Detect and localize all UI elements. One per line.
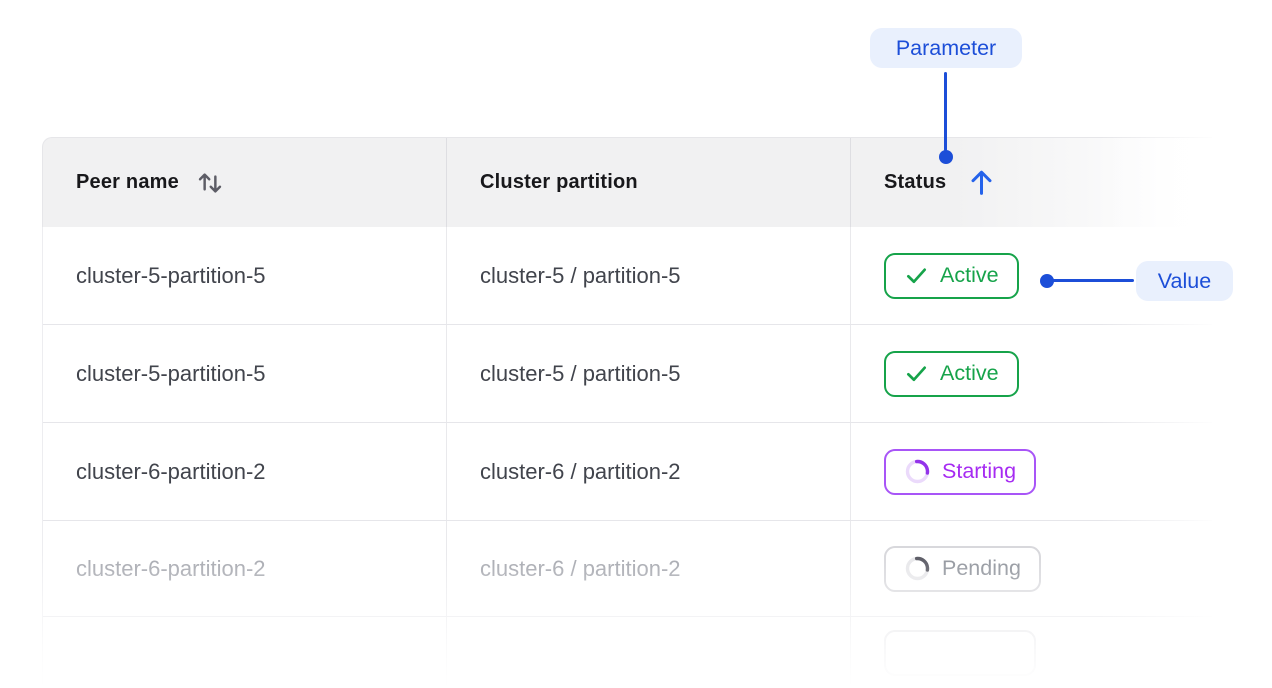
sort-both-icon (195, 168, 225, 198)
status-cell: Pending (850, 521, 1213, 616)
parameter-annotation-label: Parameter (895, 35, 997, 60)
parameter-annotation-dot (939, 150, 953, 164)
column-header-status[interactable]: Status (850, 138, 1213, 227)
column-header-peer-name[interactable]: Peer name (43, 138, 446, 227)
status-badge-label: Active (940, 263, 999, 287)
table-body: cluster-5-partition-5 cluster-5 / partit… (42, 227, 1212, 688)
peer-name-cell: cluster-6-partition-2 (76, 458, 266, 484)
status-badge-active: Active (884, 350, 1019, 397)
value-annotation-label: Value (1157, 268, 1212, 293)
cluster-partition-cell: cluster-5 / partition-5 (446, 227, 850, 324)
table-row: cluster-6-partition-2 cluster-6 / partit… (43, 521, 1212, 617)
value-annotation-dot (1040, 274, 1054, 288)
status-badge-pending: Pending (884, 545, 1041, 592)
status-cell: Active (850, 325, 1213, 422)
cluster-partition-cell (446, 617, 850, 688)
status-badge-label: Pending (942, 556, 1021, 580)
cluster-partition-cell: cluster-6 / partition-2 (446, 423, 850, 520)
status-badge-label: Active (940, 361, 999, 385)
peers-table: Peer name Cluster partition Status (42, 137, 1212, 688)
table-header-row: Peer name Cluster partition Status (42, 137, 1212, 227)
column-header-label: Peer name (76, 171, 179, 193)
status-cell: Active (850, 227, 1213, 324)
status-badge-active: Active (884, 252, 1019, 299)
table-row: cluster-6-partition-2 cluster-6 / partit… (43, 423, 1212, 521)
cluster-partition-cell: cluster-5 / partition-5 (446, 325, 850, 422)
parameter-annotation-line (944, 72, 947, 151)
spinner-icon (904, 458, 931, 485)
status-badge-label: Starting (942, 459, 1017, 483)
status-cell (850, 617, 1213, 688)
status-badge-starting: Starting (884, 448, 1037, 495)
table-row (43, 617, 1212, 688)
column-header-cluster-partition[interactable]: Cluster partition (446, 138, 850, 227)
peer-name-cell: cluster-5-partition-5 (76, 360, 266, 386)
value-annotation-line (1051, 279, 1134, 282)
value-annotation-pill: Value (1136, 261, 1233, 301)
check-icon (904, 361, 929, 386)
peer-name-cell: cluster-6-partition-2 (76, 555, 266, 581)
spinner-icon (904, 555, 931, 582)
column-header-label: Status (884, 171, 947, 193)
cluster-partition-cell: cluster-6 / partition-2 (446, 521, 850, 616)
status-cell: Starting (850, 423, 1213, 520)
peer-name-cell (43, 617, 446, 688)
arrow-up-icon (968, 167, 995, 198)
peer-name-cell: cluster-5-partition-5 (76, 262, 266, 288)
column-header-label: Cluster partition (480, 171, 638, 193)
table-row: cluster-5-partition-5 cluster-5 / partit… (43, 325, 1212, 423)
status-badge-ghost (884, 629, 1036, 676)
table-row: cluster-5-partition-5 cluster-5 / partit… (43, 227, 1212, 325)
parameter-annotation-pill: Parameter (870, 28, 1022, 68)
check-icon (904, 263, 929, 288)
